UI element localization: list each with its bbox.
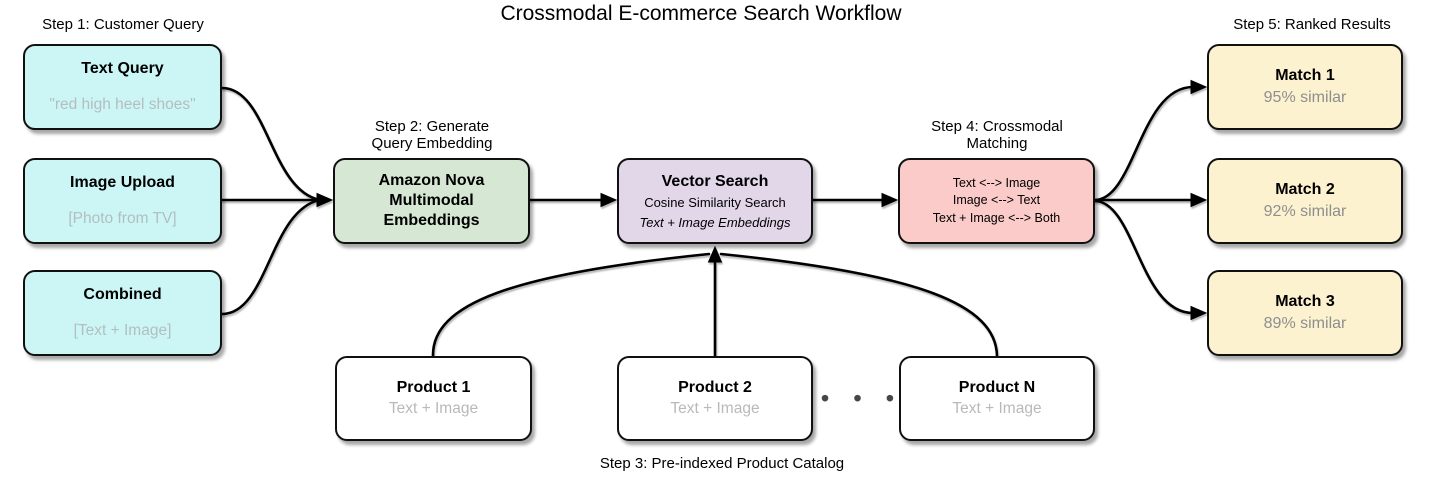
- node-title-line3: Embeddings: [383, 212, 480, 229]
- matching-line3: Text + Image <--> Both: [932, 210, 1061, 225]
- node-match-1: Match 1 95% similar: [1207, 44, 1403, 130]
- arrow-text-query-to-embeddings: [220, 86, 322, 202]
- step5-label: Step 5: Ranked Results: [1233, 16, 1391, 33]
- step4-label-line2: Matching: [966, 135, 1028, 153]
- node-subtitle: Text + Image: [388, 400, 479, 417]
- node-title: Image Upload: [70, 174, 175, 191]
- node-subtitle: Text + Image: [670, 400, 760, 417]
- node-subtitle: "red high heel shoes": [49, 96, 196, 113]
- node-title: Combined: [83, 286, 162, 303]
- node-product-1: Product 1 Text + Image: [335, 356, 532, 441]
- arrowhead-into-match3: [1190, 305, 1208, 321]
- matching-line1: Text <--> Image: [952, 175, 1041, 190]
- step1-label: Step 1: Customer Query: [42, 16, 204, 33]
- node-title: Match 1: [1275, 67, 1335, 84]
- arrow-combined-to-embeddings: [220, 198, 322, 316]
- step2-label-line2: Query Embedding: [371, 135, 493, 153]
- node-title-line1: Amazon Nova: [378, 172, 485, 189]
- node-match-2: Match 2 92% similar: [1207, 158, 1403, 244]
- node-title: Vector Search: [661, 172, 769, 190]
- node-subtitle: [Photo from TV]: [68, 210, 177, 227]
- arrowhead-into-matching: [881, 192, 899, 208]
- arrowhead-into-embeddings: [316, 192, 334, 208]
- arrow-matching-to-match1: [1093, 85, 1195, 202]
- node-title: Product 1: [396, 379, 471, 396]
- node-title: Match 2: [1275, 181, 1335, 198]
- node-crossmodal-matching: Text <--> Image Image <--> Text Text + I…: [898, 158, 1095, 244]
- node-title: Text Query: [81, 60, 164, 77]
- node-vector-search: Vector Search Cosine Similarity Search T…: [617, 158, 813, 244]
- step3-label: Step 3: Pre-indexed Product Catalog: [599, 455, 845, 472]
- arrowhead-into-vector-search-bottom: [707, 245, 723, 263]
- node-product-2: Product 2 Text + Image: [617, 356, 813, 441]
- node-subtitle: Text + Image: [952, 400, 1042, 417]
- node-combined-query: Combined [Text + Image]: [23, 270, 222, 356]
- matching-line2: Image <--> Text: [952, 193, 1041, 208]
- node-title: Product 2: [678, 379, 752, 396]
- arrowhead-into-match1: [1190, 79, 1208, 95]
- ellipsis-dots: • • •: [821, 385, 903, 411]
- node-detail: Text + Image Embeddings: [639, 214, 791, 230]
- arrow-matching-to-match3: [1093, 199, 1195, 315]
- step2-label-line1: Step 2: Generate: [374, 118, 490, 135]
- node-title-line2: Multimodal: [389, 192, 474, 209]
- diagram-title: Crossmodal E-commerce Search Workflow: [500, 2, 902, 25]
- arrowhead-into-match2: [1190, 192, 1208, 208]
- step2-label: Step 2: Generate Query Embedding: [372, 118, 493, 153]
- node-title: Match 3: [1275, 293, 1335, 310]
- node-subtitle: 89% similar: [1263, 315, 1347, 332]
- node-subtitle: Cosine Similarity Search: [644, 194, 786, 210]
- node-text-query: Text Query "red high heel shoes": [23, 44, 222, 130]
- node-subtitle: 92% similar: [1263, 203, 1347, 220]
- step4-label-line1: Step 4: Crossmodal: [931, 118, 1063, 135]
- node-match-3: Match 3 89% similar: [1207, 270, 1403, 356]
- node-subtitle: 95% similar: [1263, 89, 1347, 106]
- arrow-productN-to-vector-search: [719, 252, 999, 358]
- step4-label: Step 4: Crossmodal Matching: [931, 118, 1063, 153]
- node-product-n: Product N Text + Image: [899, 356, 1095, 441]
- node-image-upload: Image Upload [Photo from TV]: [23, 158, 222, 244]
- node-subtitle: [Text + Image]: [73, 322, 172, 339]
- node-title: Product N: [958, 379, 1036, 396]
- node-nova-embeddings: Amazon Nova Multimodal Embeddings: [333, 158, 530, 244]
- arrow-product1-to-vector-search: [431, 252, 711, 358]
- arrowhead-into-vector-search: [600, 192, 618, 208]
